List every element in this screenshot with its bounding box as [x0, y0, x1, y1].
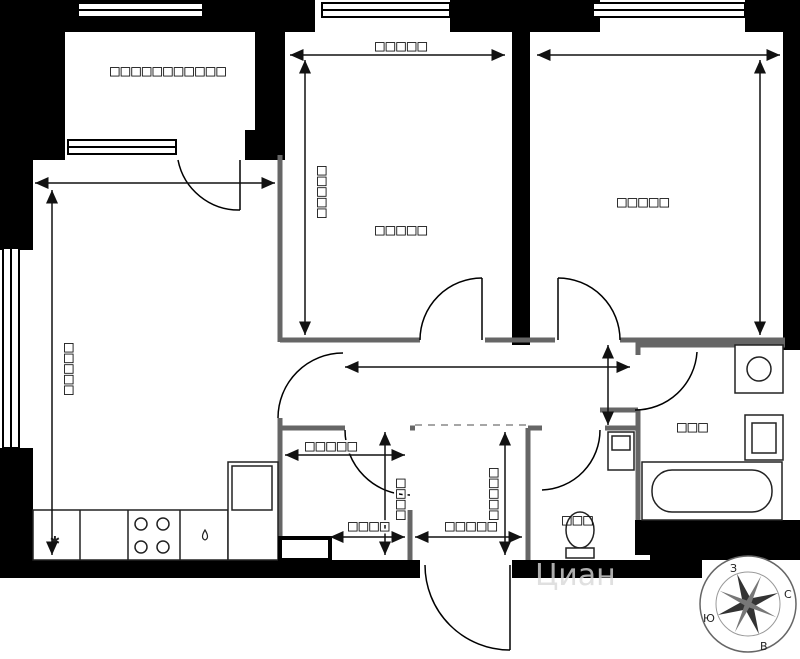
bathroom-label: □□□ [677, 417, 709, 436]
storage-width-label: □□□□□ [305, 436, 358, 455]
compass-south: В [760, 640, 768, 653]
drop-icon [201, 528, 209, 541]
door-swings [177, 159, 698, 651]
watermark: Циан [535, 558, 616, 593]
dimension-lines [35, 49, 780, 555]
room1-depth-label: □□□□□ [311, 165, 330, 218]
cabinet-icon [607, 431, 635, 471]
compass: З С В Ю [699, 555, 797, 653]
washing-machine-icon [734, 344, 784, 394]
entry-width-label: □□□□□ [445, 516, 498, 535]
compass-north: З [730, 562, 737, 575]
windows [2, 2, 746, 449]
loggia-label: □□□□□□□□□□□ [110, 61, 227, 80]
living-depth-label: □□□□□ [58, 342, 77, 395]
hall-width-label: □□□□ [348, 516, 391, 535]
sink-icon [744, 414, 784, 461]
bathtub-icon [641, 461, 783, 521]
wc-label: □□□ [562, 510, 594, 529]
outer-walls [0, 0, 800, 578]
room1-label: □□□□□ [375, 220, 428, 239]
storage-depth-label: □□□□ [390, 477, 409, 520]
room2-label: □□□□□ [617, 192, 670, 211]
storage-box [278, 536, 332, 562]
fixtures [32, 461, 279, 561]
room1-width-label: □□□□□ [375, 36, 428, 55]
compass-east: С [784, 588, 792, 601]
toilet-icon [565, 511, 595, 559]
compass-west: Ю [703, 612, 715, 625]
hall-depth-label: □□□□□ [483, 467, 502, 520]
stove-icon [134, 517, 170, 554]
compass-rose-icon [717, 573, 779, 635]
